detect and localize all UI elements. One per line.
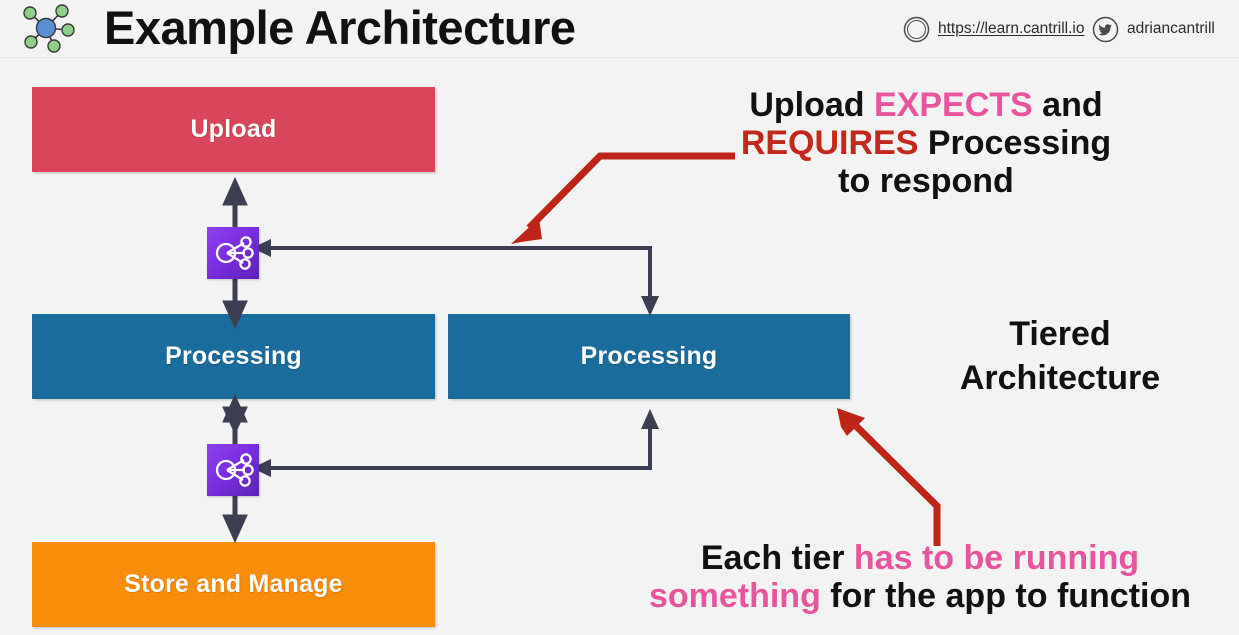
twitter-bird-icon (1092, 16, 1119, 43)
red-arrow-each-tier (837, 408, 941, 546)
connector-svc-lower-to-processing2 (252, 409, 659, 477)
site-url-text[interactable]: https://learn.cantrill.io (938, 20, 1085, 37)
tier-box-label: Processing (165, 342, 302, 370)
annotation-text-part1: Upload (749, 86, 875, 124)
annotation-emphasis-running-something: has to be running something (648, 539, 1140, 616)
tier-box-store-and-manage[interactable]: Store and Manage (32, 542, 435, 627)
annotation-tiered-line1: Tiered (1009, 315, 1111, 353)
annotation-emphasis-requires: REQUIRES (740, 124, 919, 163)
network-hub-icon (215, 453, 254, 487)
annotation-text-part3: Processing to respond (838, 124, 1112, 201)
annotation-upload-requires: Upload EXPECTS and REQUIRES Processing t… (723, 86, 1129, 200)
tier-box-label: Store and Manage (124, 570, 343, 598)
site-link[interactable]: https://learn.cantrill.io (903, 15, 1084, 43)
molecule-network-icon (18, 4, 76, 54)
annotation-text-part2: and (1032, 86, 1103, 124)
page-title: Example Architecture (104, 1, 576, 54)
twitter-handle-text[interactable]: adriancantrill (1127, 20, 1215, 37)
red-arrow-upload-requires (511, 152, 735, 244)
tier-box-label: Processing (580, 342, 718, 370)
compass-icon (903, 16, 930, 43)
tier-box-processing-2[interactable]: Processing (448, 314, 850, 399)
annotation-emphasis-expects: EXPECTS (874, 86, 1033, 124)
annotation-tiered-line2: Architecture (959, 359, 1161, 398)
twitter-link[interactable]: adriancantrill (1092, 15, 1215, 43)
service-icon-box-upper[interactable] (207, 227, 259, 279)
annotation-text-part2: for the app to function (820, 577, 1192, 616)
tier-box-upload[interactable]: Upload (32, 87, 435, 172)
tier-box-label: Upload (190, 115, 277, 143)
annotation-each-tier: Each tier has to be running something fo… (620, 539, 1220, 615)
annotation-text-part1: Each tier (700, 539, 854, 577)
tier-box-processing-1[interactable]: Processing (32, 314, 435, 399)
service-icon-box-lower[interactable] (207, 444, 259, 496)
annotation-tiered-architecture: Tiered Architecture (925, 312, 1195, 400)
network-hub-icon (215, 236, 254, 270)
vertical-connectors (222, 176, 248, 544)
slide-header: Example Architecture https://learn.cantr… (0, 0, 1239, 58)
connector-processing2-to-svc-upper (252, 239, 659, 316)
